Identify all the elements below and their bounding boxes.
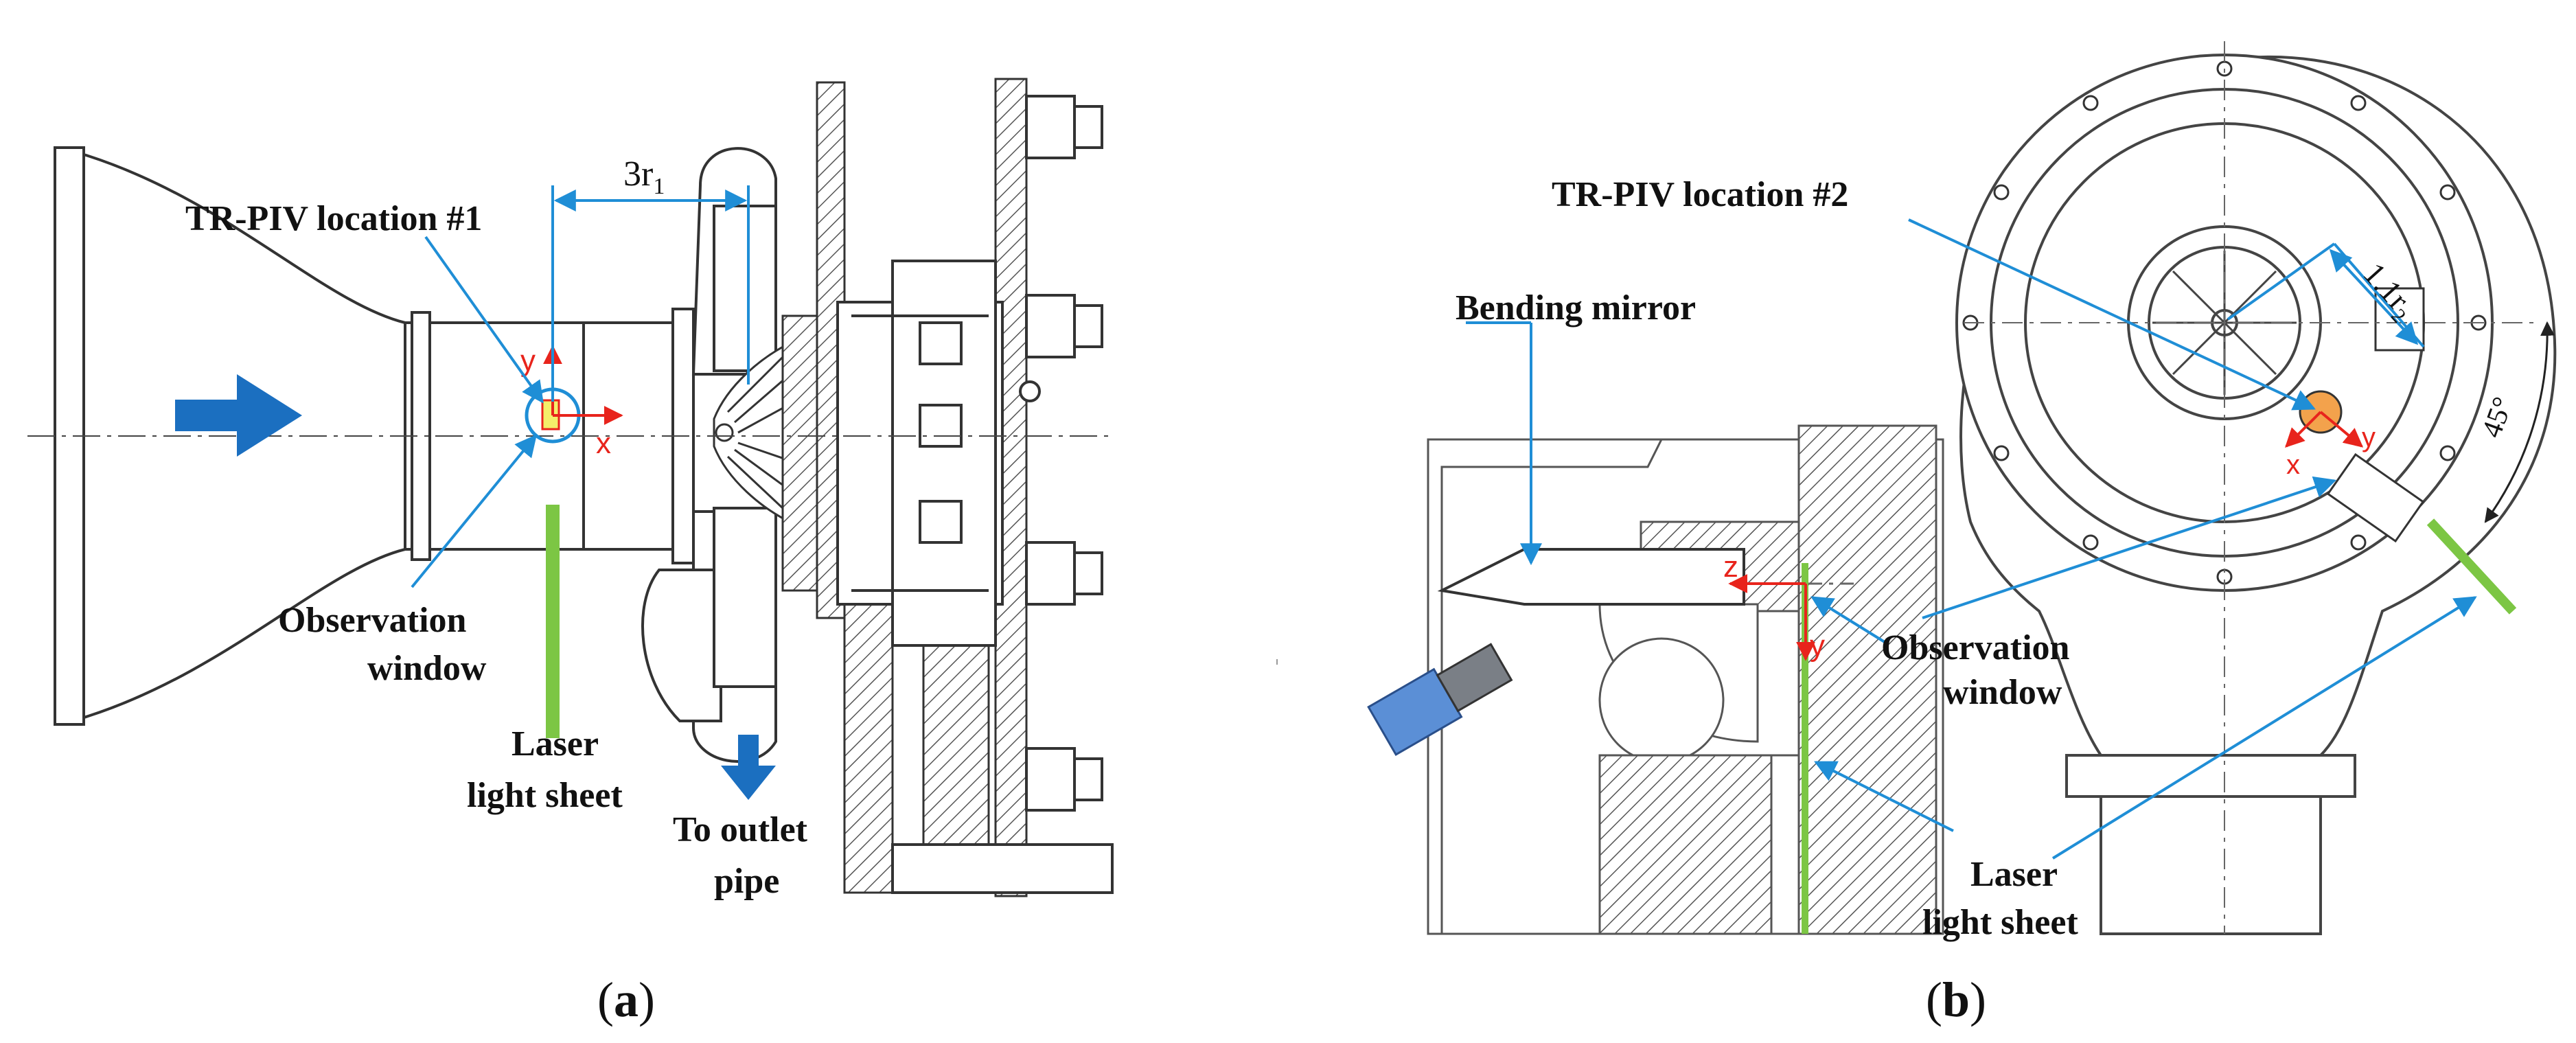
tr-piv-location-2-label: TR-PIV location #2 <box>1552 175 1848 214</box>
leader-laser-b <box>1814 761 1954 832</box>
compressor-impeller <box>713 341 791 524</box>
outlet-flow-arrow <box>721 735 776 800</box>
laser-light-sheet-b <box>1802 563 1808 934</box>
leader-tr-piv-1 <box>424 236 544 404</box>
laser-label-a: Laser <box>511 724 599 764</box>
base-plate <box>891 843 1114 894</box>
laser-label-b-line2: light sheet <box>1922 903 2078 942</box>
panel-b: z y <box>1367 41 2557 1027</box>
inlet-flow-arrow <box>175 374 302 457</box>
outlet-label: To outlet <box>673 810 808 849</box>
y2-axis-arrow-b <box>2319 411 2364 448</box>
panel-a: x y 3r1 TR-PIV location #1 Observation w… <box>27 78 1114 1027</box>
bearing-housing <box>836 260 1041 647</box>
tr-piv-location-1-label: TR-PIV location #1 <box>185 199 482 238</box>
observation-window-label-a: Observation <box>278 601 467 640</box>
angle-arc-45 <box>2484 321 2555 523</box>
z-axis-label-b: z <box>1723 550 1738 584</box>
leader-observation-window-b-2 <box>1922 476 2337 619</box>
laser-label-a-line2: light sheet <box>467 776 623 815</box>
panel-b-caption: (b) <box>1926 972 1986 1027</box>
x-axis-label-a: x <box>596 426 611 460</box>
camera <box>1367 643 1513 757</box>
dimension-label-a: 3r1 <box>623 154 665 199</box>
mounting-bolts <box>1025 95 1103 812</box>
bending-mirror-label: Bending mirror <box>1456 288 1696 328</box>
leader-tr-piv-2 <box>1908 218 2316 411</box>
observation-window-label-a-line2: window <box>367 649 487 688</box>
panel-a-caption: (a) <box>597 972 655 1027</box>
dimension-1-1r2 <box>2227 242 2425 348</box>
y2-axis-label-b: y <box>2362 422 2376 452</box>
leader-laser-b-2 <box>2051 596 2477 860</box>
laser-light-sheet-a <box>546 505 560 738</box>
laser-light-sheet-b-diag <box>2426 518 2517 615</box>
outlet-label-line2: pipe <box>714 862 779 901</box>
x-axis-label-b: x <box>2286 450 2300 480</box>
y-axis-label-b: y <box>1810 629 1825 663</box>
dimension-3r1 <box>551 185 750 402</box>
leader-observation-window-b <box>1810 596 1886 643</box>
y-axis-label-a: y <box>520 344 536 378</box>
x-axis-arrow-b <box>2285 411 2322 448</box>
observation-window-label-b: Observation <box>1881 628 2070 667</box>
laser-label-b: Laser <box>1970 855 2058 894</box>
observation-window-label-b-line2: window <box>1943 673 2062 712</box>
leader-observation-window-a <box>411 434 538 588</box>
compressor-housing <box>641 147 777 763</box>
volute-housing <box>1955 54 2557 935</box>
